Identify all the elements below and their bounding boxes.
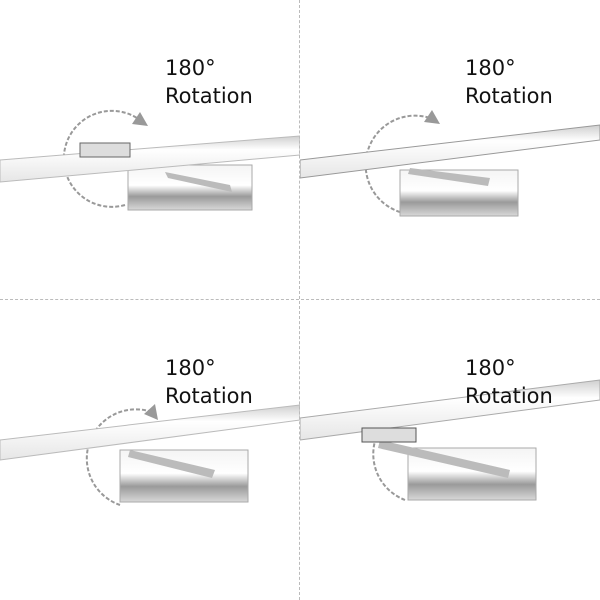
panel-rotation-3: 180° Rotation bbox=[0, 300, 300, 600]
rotation-label: 180° Rotation bbox=[465, 54, 553, 110]
angle-text: 180° bbox=[165, 56, 216, 80]
angle-text: 180° bbox=[465, 356, 516, 380]
caption-text: Rotation bbox=[465, 84, 553, 108]
rotation-label: 180° Rotation bbox=[465, 354, 553, 410]
panel-rotation-1: 180° Rotation bbox=[0, 0, 300, 300]
horizontal-divider bbox=[0, 299, 600, 300]
lamp-illustration bbox=[0, 404, 300, 506]
caption-text: Rotation bbox=[165, 84, 253, 108]
rotation-label: 180° Rotation bbox=[165, 354, 253, 410]
caption-text: Rotation bbox=[465, 384, 553, 408]
rotation-arrow-icon bbox=[62, 109, 141, 208]
lamp-illustration bbox=[0, 109, 300, 211]
angle-text: 180° bbox=[465, 56, 516, 80]
angle-text: 180° bbox=[165, 356, 216, 380]
rotation-arrow-icon bbox=[85, 408, 153, 506]
caption-text: Rotation bbox=[165, 384, 253, 408]
lamp-illustration bbox=[300, 110, 600, 217]
vertical-divider bbox=[299, 0, 300, 600]
panel-rotation-4: 180° Rotation bbox=[300, 300, 600, 600]
rotation-arrow-icon bbox=[364, 114, 431, 213]
panel-rotation-2: 180° Rotation bbox=[300, 0, 600, 300]
rotation-label: 180° Rotation bbox=[165, 54, 253, 110]
lamp-illustration bbox=[300, 379, 600, 501]
